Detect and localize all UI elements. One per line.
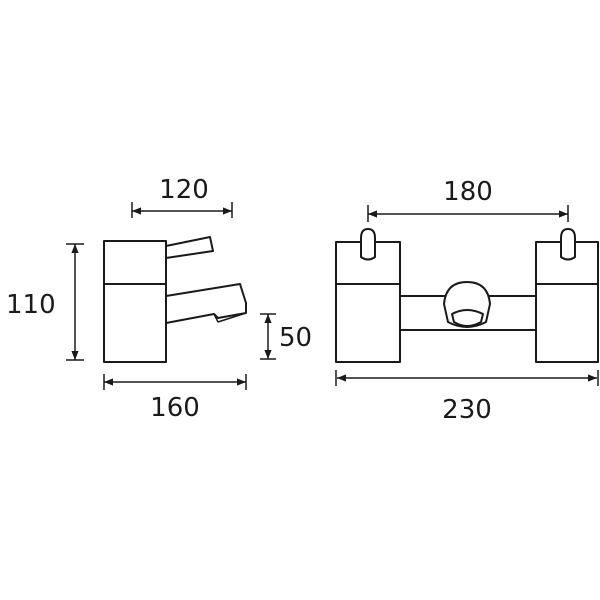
dimension-160: 160 [103,374,247,423]
dimension-50-label: 50 [279,323,312,353]
front-right-valve-lower [535,283,599,363]
front-view [335,228,599,363]
dimension-180: 180 [367,177,569,222]
side-lower-body [103,283,167,363]
dimension-110: 110 [6,243,84,361]
side-upper-body [103,240,167,285]
side-spout [165,283,247,324]
front-spout-mouth [451,309,484,327]
front-right-lever [560,228,576,261]
side-view [103,236,247,363]
side-lever-handle [165,236,214,259]
front-left-lever [360,228,376,261]
dimension-50: 50 [260,313,312,360]
front-left-valve-lower [335,283,401,363]
dimension-120: 120 [131,175,233,218]
dimension-110-label: 110 [6,290,56,320]
dimension-230: 230 [335,370,599,425]
dimension-230-label: 230 [442,395,492,425]
dimension-160-label: 160 [150,393,200,423]
dimension-180-label: 180 [443,177,493,207]
dimension-120-label: 120 [159,175,209,205]
